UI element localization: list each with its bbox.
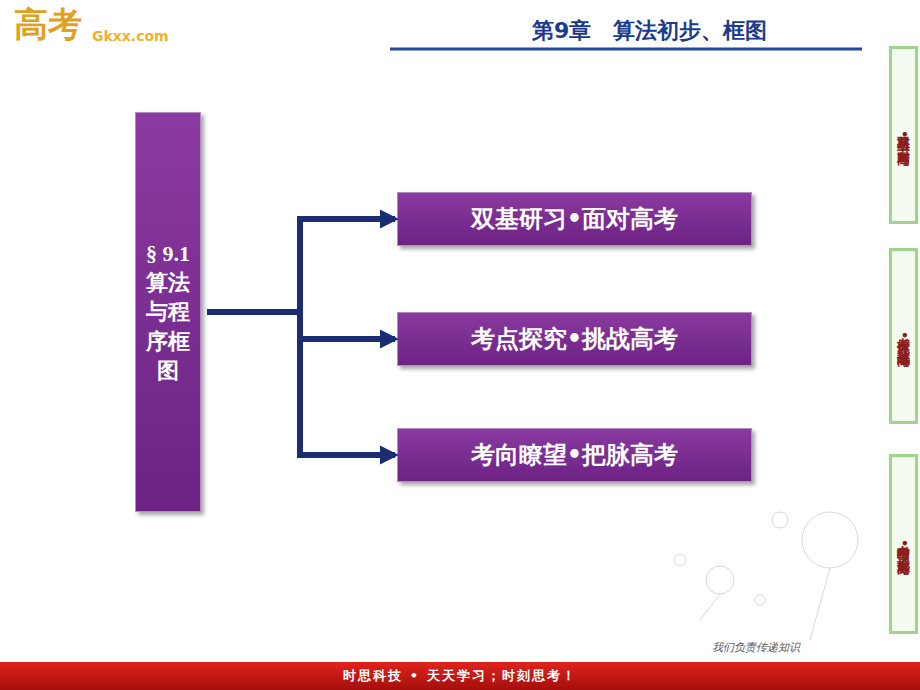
side-tab: 考点探究•挑战高考 [889,248,918,424]
watermark-slogan: 我们负责传递知识 [712,640,800,655]
logo-text: 高考 [14,2,82,48]
section-box: 双基研习•面对高考 [397,192,752,246]
bracket-arrow [207,312,395,455]
node-text: § 9.1 算法与程序框图 [146,239,190,384]
bracket-arrow [207,312,395,339]
node-text: 考向瞭望•把脉高考 [895,535,913,552]
section-heading-box: § 9.1 算法与程序框图 [135,112,201,512]
side-tab: 考向瞭望•把脉高考 [889,454,918,634]
logo-url: Gkxx.com [92,28,169,44]
node-text: 双基研习•面对高考 [895,126,913,143]
chapter-title: 第9章 算法初步、框图 [532,16,767,46]
side-tab: 双基研习•面对高考 [889,46,918,224]
node-text: 考点探究•挑战高考 [471,323,678,355]
node-text: 考点探究•挑战高考 [895,327,913,344]
section-box: 考向瞭望•把脉高考 [397,428,752,482]
node-text: 时思科技 • 天天学习；时刻思考！ [343,667,576,685]
footer-band: 时思科技 • 天天学习；时刻思考！ [0,662,920,690]
node-text: 双基研习•面对高考 [471,203,678,235]
bracket-arrow [207,219,395,312]
section-box: 考点探究•挑战高考 [397,312,752,366]
node-text: 考向瞭望•把脉高考 [471,439,678,471]
dandelion-illustration [674,512,858,640]
header-rule [390,48,862,51]
